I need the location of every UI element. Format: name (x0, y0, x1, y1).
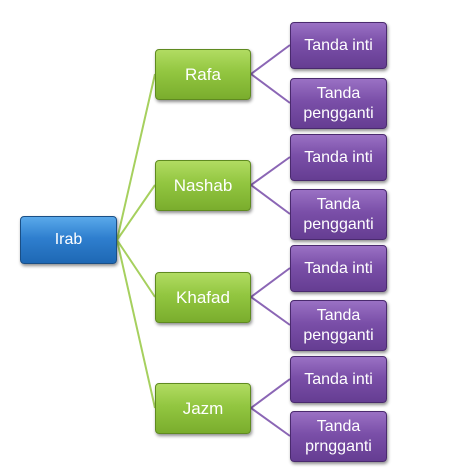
connector-jazm-prngganti (250, 407, 291, 437)
connector-rafa-pengganti (250, 73, 291, 104)
node-nashab-label: Nashab (173, 175, 233, 195)
node-nashab-tanda-pengganti: Tanda pengganti (290, 189, 387, 240)
connector-nashab-pengganti (250, 184, 291, 215)
node-jazm-label: Jazm (182, 398, 224, 418)
node-jazm-tanda-inti: Tanda inti (290, 356, 387, 403)
connector-root-rafa (116, 73, 156, 241)
connector-root-jazm (116, 239, 156, 409)
node-khafad-label: Khafad (176, 287, 230, 307)
node-rafa-tanda-pengganti: Tanda pengganti (290, 78, 387, 129)
node-jazm-tanda-prngganti-label: Tanda prngganti (305, 417, 372, 455)
connector-nashab-inti (250, 156, 291, 186)
node-nashab-tanda-inti-label: Tanda inti (304, 148, 373, 166)
node-khafad: Khafad (155, 272, 251, 323)
node-jazm-tanda-prngganti: Tanda prngganti (290, 411, 387, 462)
connector-root-nashab (116, 184, 156, 241)
node-jazm-tanda-inti-label: Tanda inti (304, 370, 373, 388)
node-irab-label: Irab (54, 231, 83, 248)
node-nashab-tanda-inti: Tanda inti (290, 134, 387, 181)
node-khafad-tanda-inti: Tanda inti (290, 245, 387, 292)
connector-root-khafad (116, 239, 156, 298)
node-rafa-tanda-inti: Tanda inti (290, 22, 387, 69)
node-nashab: Nashab (155, 160, 251, 211)
node-rafa: Rafa (155, 49, 251, 100)
node-khafad-tanda-inti-label: Tanda inti (304, 259, 373, 277)
node-khafad-tanda-pengganti-label: Tanda pengganti (303, 306, 374, 344)
node-rafa-tanda-pengganti-label: Tanda pengganti (303, 84, 374, 122)
node-khafad-tanda-pengganti: Tanda pengganti (290, 300, 387, 351)
node-rafa-label: Rafa (185, 64, 221, 84)
node-nashab-tanda-pengganti-label: Tanda pengganti (303, 195, 374, 233)
node-irab: Irab (20, 216, 117, 264)
connector-rafa-inti (250, 44, 291, 75)
connector-khafad-pengganti (250, 296, 291, 326)
node-rafa-tanda-inti-label: Tanda inti (304, 36, 373, 54)
connector-jazm-inti (250, 378, 291, 409)
connector-khafad-inti (250, 267, 291, 298)
node-jazm: Jazm (155, 383, 251, 434)
